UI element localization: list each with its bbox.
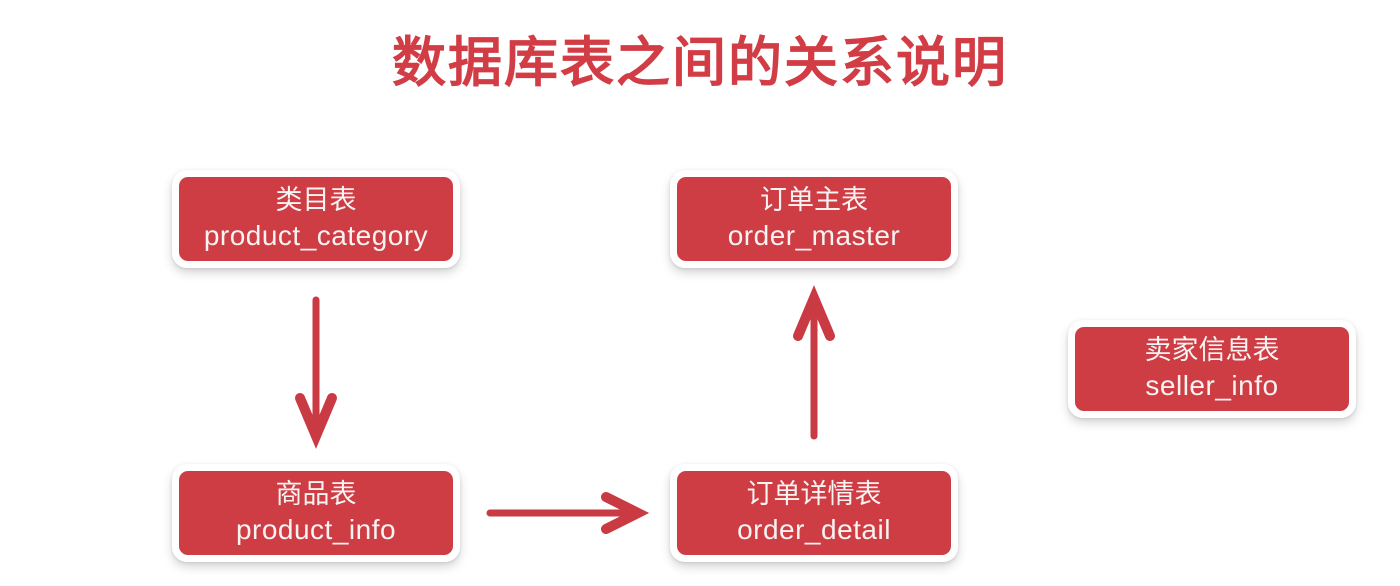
node-label-en: seller_info	[1145, 370, 1279, 402]
node-label-en: product_info	[235, 514, 397, 546]
node-order-detail: 订单详情表 order_detail	[670, 464, 958, 562]
edge-product-info-to-order-detail	[486, 492, 650, 534]
node-product-info: 商品表 product_info	[172, 464, 460, 562]
node-order-detail-body: 订单详情表 order_detail	[677, 471, 951, 555]
node-label-zh: 商品表	[275, 478, 357, 509]
node-seller-info: 卖家信息表 seller_info	[1068, 320, 1356, 418]
node-label-zh: 订单主表	[760, 184, 868, 215]
node-label-en: order_detail	[737, 514, 891, 546]
node-label-zh: 卖家信息表	[1144, 334, 1280, 365]
node-label-en: order_master	[727, 220, 901, 252]
node-seller-info-body: 卖家信息表 seller_info	[1075, 327, 1349, 411]
node-label-zh: 类目表	[275, 184, 357, 215]
node-product-category: 类目表 product_category	[172, 170, 460, 268]
page-title: 数据库表之间的关系说明	[392, 33, 1008, 93]
node-product-info-body: 商品表 product_info	[179, 471, 453, 555]
node-order-master: 订单主表 order_master	[670, 170, 958, 268]
edge-order-detail-to-order-master	[793, 285, 835, 440]
node-product-category-body: 类目表 product_category	[179, 177, 453, 261]
node-order-master-body: 订单主表 order_master	[677, 177, 951, 261]
node-label-en: product_category	[203, 220, 429, 252]
edge-product-category-to-product-info	[295, 296, 337, 449]
node-label-zh: 订单详情表	[746, 478, 882, 509]
